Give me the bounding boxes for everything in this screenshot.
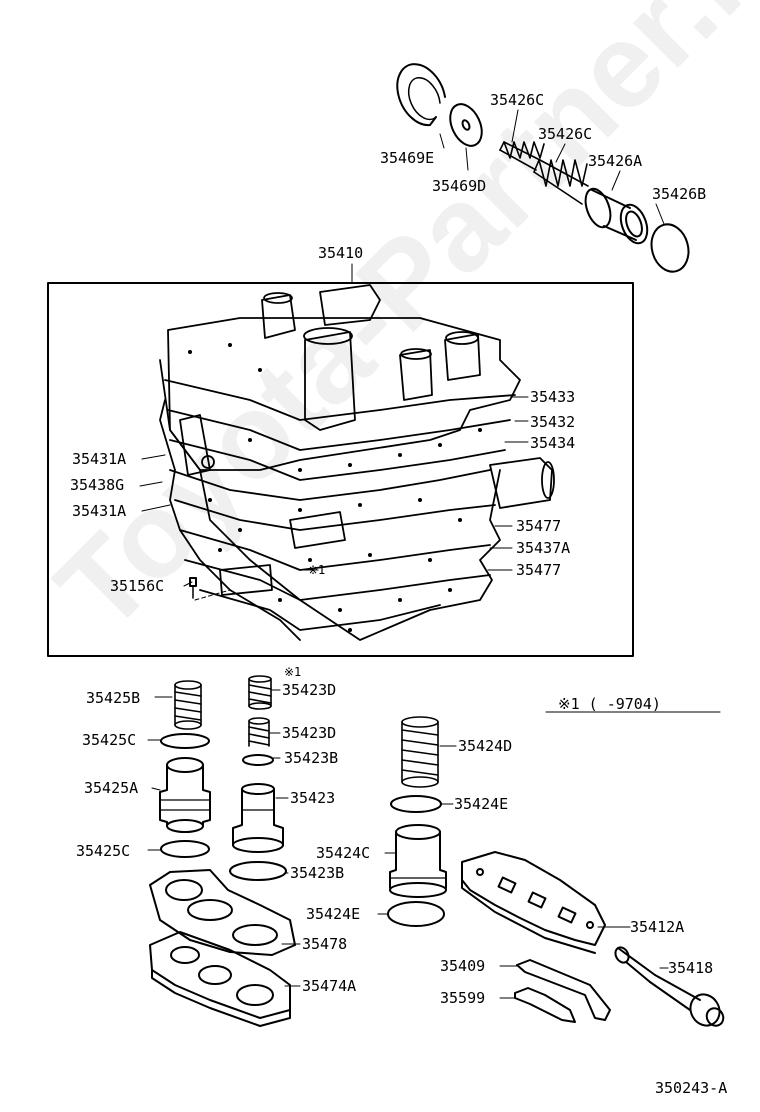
valve-35418[interactable] <box>613 945 727 1031</box>
label-35424D: 35424D <box>458 737 513 755</box>
spring-35423D-upper[interactable] <box>248 675 272 710</box>
label-35477-upper: 35477 <box>516 517 562 535</box>
label-35423D-lower: 35423D <box>282 724 337 742</box>
label-35426C-large: 35426C <box>538 125 593 143</box>
label-35424E-lower: 35424E <box>306 905 361 923</box>
label-35424C: 35424C <box>316 844 371 862</box>
washer-35469D[interactable] <box>444 99 488 151</box>
label-35426A: 35426A <box>588 152 643 170</box>
label-35599: 35599 <box>440 989 486 1007</box>
label-35423B-upper: 35423B <box>284 749 339 767</box>
label-35423: 35423 <box>290 789 336 807</box>
label-35431A-upper: 35431A <box>72 450 127 468</box>
valve-body-stack[interactable] <box>159 284 555 641</box>
spring-35426C-small[interactable] <box>499 141 545 171</box>
leader-lines-lower <box>147 689 721 999</box>
spring-35424D[interactable] <box>401 716 439 788</box>
o-ring-35424E-upper[interactable] <box>390 795 442 813</box>
o-ring-35426B[interactable] <box>646 220 693 276</box>
diagram-id: 350243-A <box>655 1079 728 1097</box>
assembly-box <box>47 282 634 657</box>
label-35477-lower: 35477 <box>516 561 562 579</box>
plate-35599[interactable] <box>514 987 576 1023</box>
label-35418: 35418 <box>668 959 714 977</box>
label-35156C: 35156C <box>110 577 165 595</box>
plate-35412A[interactable] <box>461 851 606 954</box>
note-marker-box: ※1 <box>308 563 326 577</box>
snap-ring-35469E[interactable] <box>396 63 446 127</box>
spring-35425B[interactable] <box>174 680 202 730</box>
label-35469D: 35469D <box>432 177 487 195</box>
label-35423B-lower: 35423B <box>290 864 345 882</box>
label-35431A-lower: 35431A <box>72 502 127 520</box>
leader-lines-top <box>439 109 665 225</box>
label-35438G: 35438G <box>70 476 125 494</box>
label-35437A: 35437A <box>516 539 571 557</box>
label-35425A: 35425A <box>84 779 139 797</box>
label-35434: 35434 <box>530 434 576 452</box>
label-35426C-small: 35426C <box>490 91 545 109</box>
o-ring-35423B-upper[interactable] <box>242 754 274 766</box>
label-35410-assembly: 35410 <box>318 244 364 262</box>
spring-35423D-lower[interactable] <box>248 717 270 747</box>
o-ring-35424E-lower[interactable] <box>387 901 445 927</box>
leader-lines-box <box>139 396 529 601</box>
label-35433: 35433 <box>530 388 576 406</box>
bolt-35156C[interactable] <box>189 577 197 599</box>
note-marker-35423D: ※1 <box>284 665 302 679</box>
note-text: ※1 ( -9704) <box>558 695 661 713</box>
label-35469E: 35469E <box>380 149 435 167</box>
label-35432: 35432 <box>530 413 576 431</box>
spring-plate-35409[interactable] <box>516 959 611 1021</box>
label-35409: 35409 <box>440 957 486 975</box>
piston-35426A[interactable] <box>581 185 652 246</box>
gasket-35478[interactable] <box>149 869 296 956</box>
label-35425C-lower: 35425C <box>76 842 131 860</box>
label-35426B: 35426B <box>652 185 707 203</box>
label-35425B: 35425B <box>86 689 141 707</box>
cover-35474A[interactable] <box>149 931 291 1027</box>
label-35425C-upper: 35425C <box>82 731 137 749</box>
piston-35423[interactable] <box>232 783 284 853</box>
label-35423D-upper: 35423D <box>282 681 337 699</box>
o-ring-35425C-lower[interactable] <box>160 840 210 858</box>
label-35424E-upper: 35424E <box>454 795 509 813</box>
o-ring-35423B-lower[interactable] <box>229 861 287 881</box>
label-35478: 35478 <box>302 935 348 953</box>
label-35412A: 35412A <box>630 918 685 936</box>
spring-35426C-large[interactable] <box>533 159 589 205</box>
piston-35425A[interactable] <box>159 757 211 833</box>
o-ring-35425C-upper[interactable] <box>160 733 210 749</box>
piston-35424C[interactable] <box>389 824 447 898</box>
label-35474A: 35474A <box>302 977 357 995</box>
